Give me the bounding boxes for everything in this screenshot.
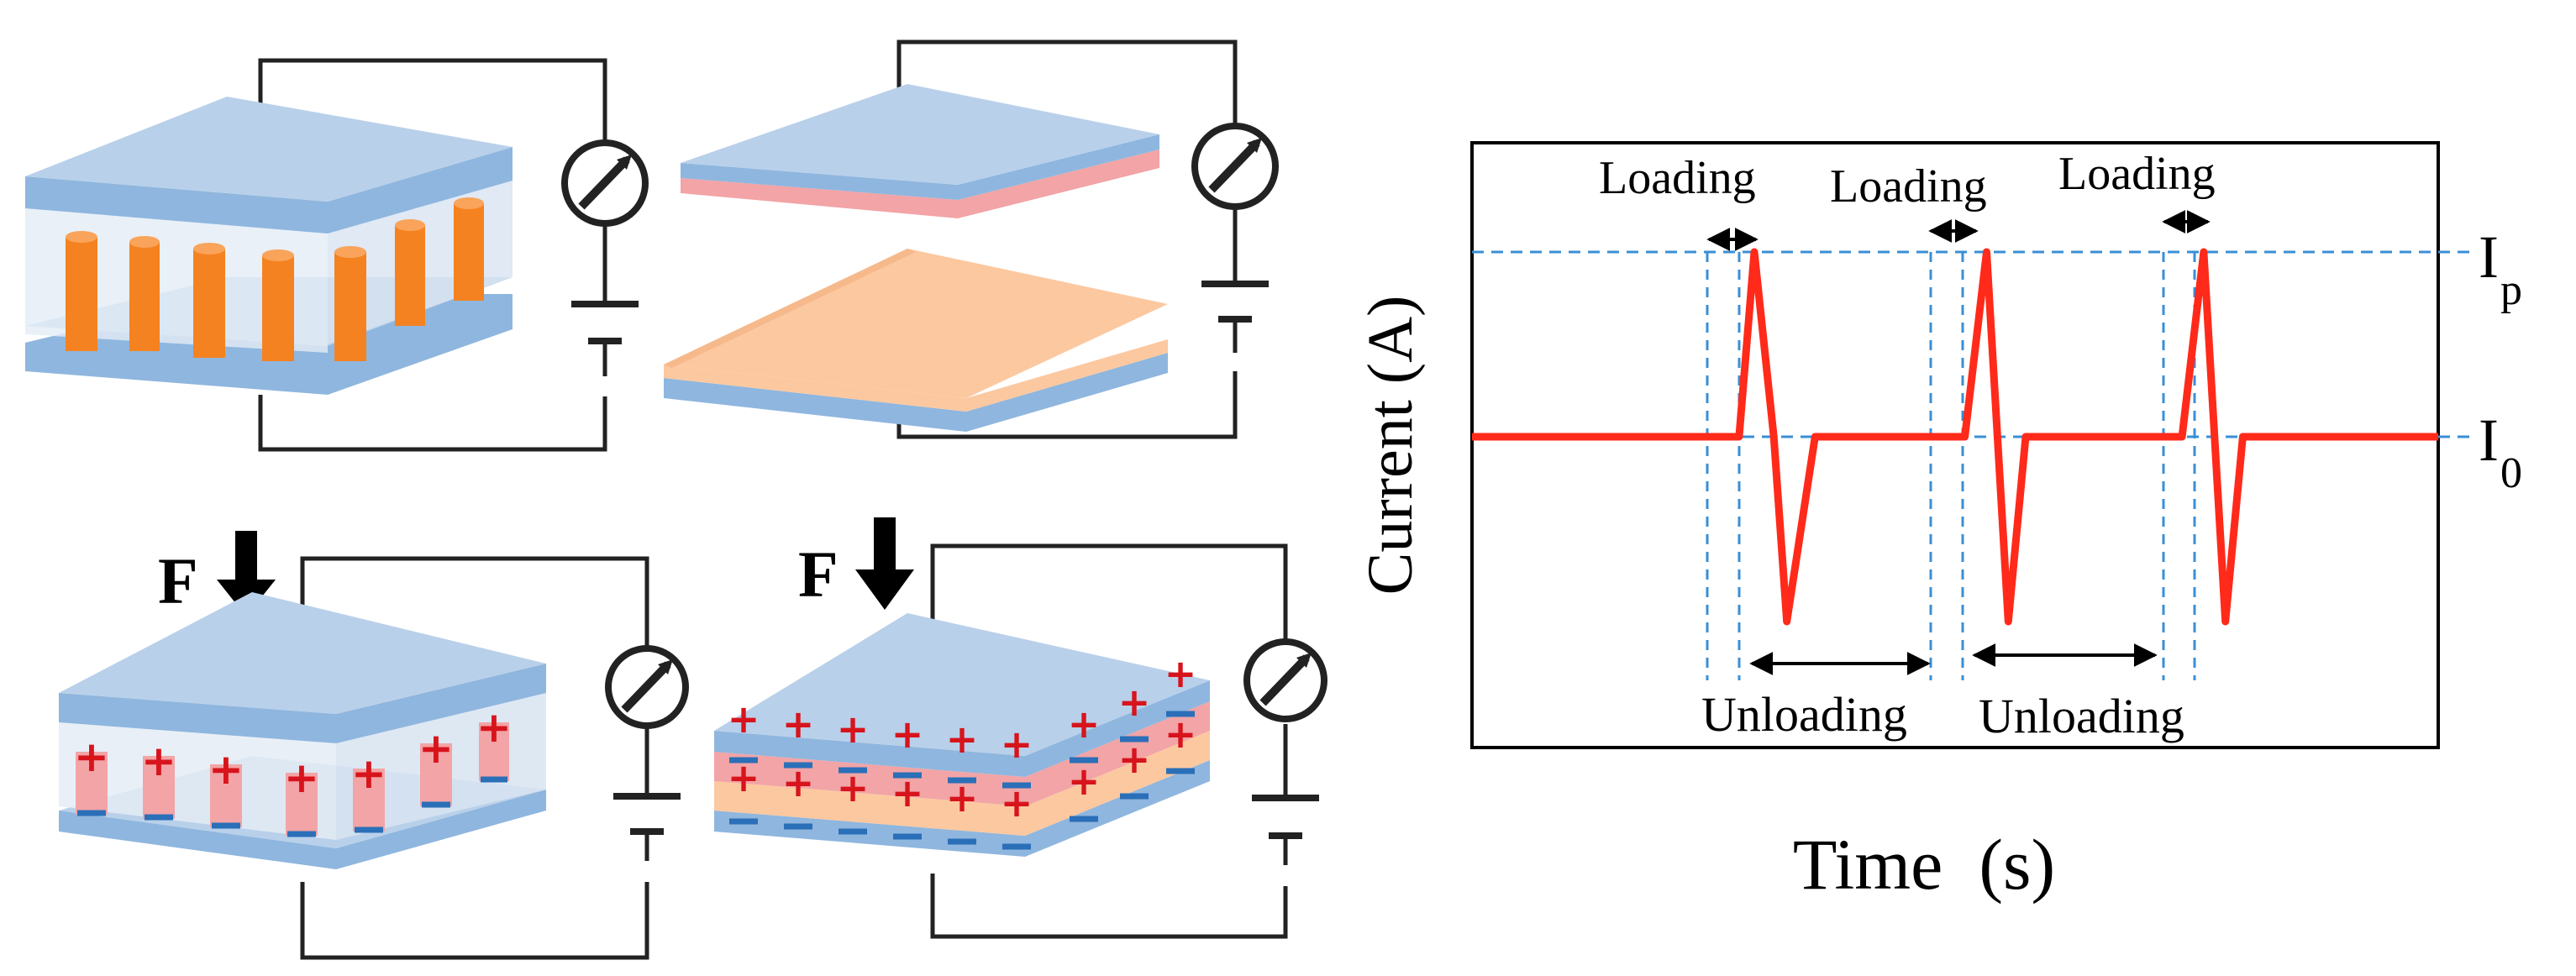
svg-text:+: + bbox=[1164, 711, 1197, 757]
svg-text:+: + bbox=[284, 753, 319, 802]
battery-icon bbox=[571, 301, 639, 344]
battery-icon bbox=[1201, 281, 1269, 323]
piezo-pillar-charged bbox=[76, 722, 509, 836]
minus-charges bbox=[77, 776, 507, 837]
ammeter-icon bbox=[1191, 123, 1279, 210]
circuit-wire bbox=[896, 39, 1238, 439]
event-guide-lines bbox=[1706, 252, 2196, 680]
battery-icon bbox=[1252, 795, 1319, 839]
svg-text:+: + bbox=[351, 749, 386, 798]
svg-text:+: + bbox=[1118, 680, 1151, 725]
force-label: F bbox=[798, 538, 839, 611]
svg-text:+: + bbox=[74, 732, 109, 781]
svg-text:I: I bbox=[2479, 223, 2499, 291]
unloading-label-2: Unloading bbox=[1979, 689, 2184, 743]
ammeter-icon bbox=[605, 645, 689, 729]
svg-text:+: + bbox=[1001, 722, 1033, 767]
current-time-chart: Loading Loading Loading Unloading Unload… bbox=[1355, 141, 2522, 905]
current-trace bbox=[1472, 248, 2438, 626]
panel-tribo-separated bbox=[664, 39, 1279, 439]
circuit-wire bbox=[300, 556, 649, 960]
svg-text:+: + bbox=[891, 711, 924, 757]
piezo-pillar bbox=[66, 197, 484, 361]
svg-text:+: + bbox=[1068, 758, 1101, 804]
ammeter-icon bbox=[1243, 638, 1327, 722]
svg-text:+: + bbox=[1068, 701, 1101, 747]
unloading-arrows bbox=[1749, 643, 2158, 675]
svg-text:+: + bbox=[141, 737, 176, 785]
minus-charges bbox=[729, 711, 1195, 850]
svg-text:+: + bbox=[946, 716, 979, 762]
loading-label-2: Loading bbox=[1830, 160, 1987, 213]
i0-level-label: I 0 bbox=[2479, 407, 2522, 497]
loading-label-1: Loading bbox=[1599, 152, 1756, 204]
circuit-wire bbox=[258, 58, 607, 452]
ip-level-label: I p bbox=[2479, 223, 2522, 314]
plot-frame bbox=[1470, 141, 2440, 749]
svg-text:+: + bbox=[728, 696, 760, 742]
svg-text:+: + bbox=[837, 706, 870, 752]
svg-text:+: + bbox=[208, 745, 244, 794]
unloading-label-1: Unloading bbox=[1701, 687, 1907, 742]
svg-text:0: 0 bbox=[2500, 449, 2522, 497]
x-axis-label: Time (s) bbox=[1793, 824, 2055, 905]
svg-text:+: + bbox=[1164, 651, 1197, 696]
svg-text:+: + bbox=[418, 724, 454, 773]
plus-charges: + + + + + + + bbox=[74, 703, 512, 802]
loading-arrows bbox=[1706, 210, 2211, 251]
svg-text:+: + bbox=[782, 701, 815, 747]
battery-icon bbox=[613, 793, 681, 835]
panel-piezo-relaxed bbox=[25, 58, 649, 452]
loading-label-3: Loading bbox=[2058, 148, 2216, 200]
svg-text:I: I bbox=[2479, 407, 2499, 474]
panel-tribo-pressed: F + + + + + + + + + + bbox=[714, 517, 1327, 939]
svg-text:+: + bbox=[476, 703, 512, 752]
force-arrow-icon bbox=[855, 517, 914, 610]
svg-text:p: p bbox=[2500, 266, 2522, 314]
svg-text:+: + bbox=[1118, 737, 1151, 782]
ammeter-icon bbox=[561, 139, 649, 227]
y-axis-label: Current (A) bbox=[1355, 296, 1426, 596]
circuit-wire bbox=[930, 543, 1288, 939]
force-label: F bbox=[158, 544, 198, 617]
panel-piezo-pressed: F + + bbox=[59, 531, 689, 960]
